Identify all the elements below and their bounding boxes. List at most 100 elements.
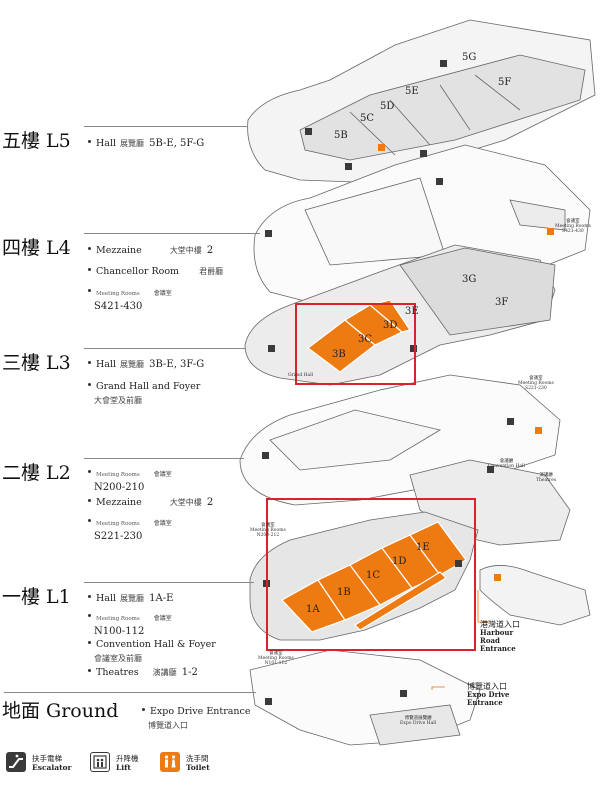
zh: 港灣道入口: [480, 620, 520, 629]
l1-item-meeting: Meeting Rooms 會議室 N100-112: [88, 605, 172, 637]
code: S421-430: [561, 228, 584, 234]
bullet: [88, 614, 91, 617]
legend-escalator-zh: 扶手電梯: [32, 754, 62, 763]
en: Meeting Rooms: [250, 527, 286, 533]
hall-label-5d: 5D: [380, 101, 395, 112]
hall-label-1c: 1C: [366, 570, 381, 581]
hall-label-5f: 5F: [498, 77, 512, 88]
item-small: Meeting Rooms: [96, 472, 140, 478]
item-en: Hall: [96, 593, 117, 604]
item-code: 3B-E, 3F-G: [149, 359, 205, 370]
item-en: Grand Hall and Foyer: [96, 381, 201, 392]
legend-lift-zh: 升降機: [116, 754, 139, 763]
item-zh: 會議室: [153, 615, 172, 622]
bullet: [88, 383, 91, 386]
toilet-icon: [160, 752, 180, 772]
item-zh: 演講廳: [152, 668, 177, 677]
hall-label-5e: 5E: [405, 86, 419, 97]
item-code: 2: [206, 497, 214, 508]
code: N101-112: [264, 660, 288, 666]
item-zh: 會議室: [153, 471, 172, 478]
en: Convention Hall: [488, 463, 525, 469]
escalator-icon: [6, 752, 26, 772]
map-label-meeting-n100: 會議室 Meeting Rooms N101-112: [258, 651, 294, 667]
l3-item-grand-hall: Grand Hall and Foyer 大會堂及前廳: [88, 374, 200, 406]
en: Meeting Rooms: [258, 655, 294, 661]
zh: 會議室: [566, 219, 580, 224]
item-en: Convention Hall & Foyer: [96, 639, 216, 650]
bullet: [88, 140, 91, 143]
level-rule-l1: [84, 582, 254, 583]
bullet: [88, 470, 91, 473]
bullet: [88, 595, 91, 598]
legend-escalator: 扶手電梯 Escalator: [32, 754, 72, 772]
item-zh: 博覽道入口: [148, 721, 188, 730]
item-code: N100-112: [94, 626, 145, 637]
hall-label-1d: 1D: [392, 556, 407, 567]
zh: 會議室: [269, 651, 283, 656]
hall-1e: [409, 521, 467, 576]
hall-label-3c: 3C: [358, 334, 373, 345]
hall-label-3e: 3E: [405, 306, 419, 317]
level-title-l2: 二樓 L2: [2, 462, 71, 484]
legend-toilet-en: Toilet: [186, 762, 210, 772]
map-label-convention-hall: 會議廳 Convention Hall: [488, 459, 525, 470]
item-zh: 會議室: [153, 290, 172, 297]
zh: 博覽道入口: [467, 682, 507, 691]
item-en: Expo Drive Entrance: [150, 706, 251, 717]
item-en: Mezzaine: [96, 245, 142, 256]
bullet: [88, 247, 91, 250]
level-title-l4: 四樓 L4: [2, 237, 71, 259]
map-label-meeting-n200: 會議室 Meeting Rooms N200-212: [250, 523, 286, 539]
legend-toilet-zh: 洗手間: [186, 754, 209, 763]
level-rule-l2: [84, 458, 244, 459]
hall-3d: [368, 299, 411, 333]
selection-box-l1: [266, 498, 476, 651]
hall-label-3d: 3D: [383, 320, 398, 331]
en: Meeting Rooms: [555, 223, 591, 229]
legend-escalator-en: Escalator: [32, 762, 72, 772]
map-label-expo-drive-hall: 博覽道展覽廳 Expo Drive Hall: [400, 716, 436, 727]
map-label-harbour-entrance: 港灣道入口 Harbour Road Entrance: [480, 620, 520, 653]
hall-label-5g: 5G: [462, 52, 477, 63]
map-label-meeting-s221: 會議室 Meeting Rooms S221-230: [518, 376, 554, 392]
l1-escalator-strip: [354, 571, 447, 631]
level-rule-l4: [84, 233, 260, 234]
zh: 會議室: [529, 376, 543, 381]
item-small: Meeting Rooms: [96, 616, 140, 622]
hall-label-1b: 1B: [337, 587, 351, 598]
bullet: [88, 289, 91, 292]
item-zh: 大會堂及前廳: [94, 396, 142, 405]
l1-item-convention: Convention Hall & Foyer 會議室及前廳: [88, 632, 216, 664]
item-zh: 君爵廳: [199, 267, 224, 276]
bullet: [88, 499, 91, 502]
legend-toilet: 洗手間 Toilet: [186, 754, 210, 772]
bullet: [88, 361, 91, 364]
item-code: S421-430: [94, 301, 143, 312]
item-code: N200-210: [94, 482, 145, 493]
item-zh: 大堂中樓: [169, 246, 202, 255]
item-zh: 大堂中樓: [169, 498, 202, 507]
bullet: [88, 268, 91, 271]
hall-label-1a: 1A: [306, 604, 320, 615]
map-label-expo-entrance: 博覽道入口 Expo Drive Entrance: [467, 682, 509, 707]
l5-hall-block: [299, 54, 586, 161]
hall-label-1e: 1E: [416, 542, 430, 553]
bullet: [88, 519, 91, 522]
level-title-l3: 三樓 L3: [2, 352, 71, 374]
en: Theatres: [536, 477, 557, 483]
item-small: Meeting Rooms: [96, 291, 140, 297]
zh: 會議室: [261, 523, 275, 528]
item-code: 1-2: [181, 667, 198, 678]
grand-hall-label: Grand Hall: [288, 373, 314, 378]
hall-label-3g: 3G: [462, 274, 477, 285]
level-rule-ground: [4, 692, 256, 693]
zh: 會議廳: [499, 459, 514, 464]
map-label-theatres: 演講廳 Theatres: [536, 473, 557, 484]
